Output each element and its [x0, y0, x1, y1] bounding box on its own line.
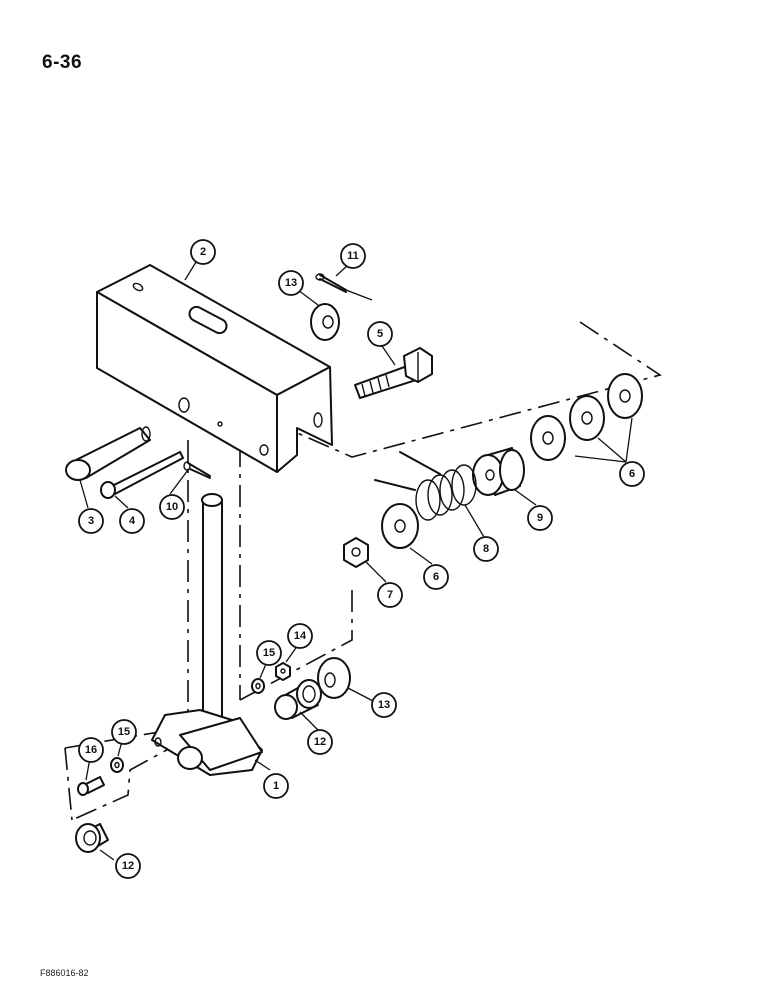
- callout-7-label: 7: [387, 589, 393, 601]
- callout-6b-label: 6: [433, 571, 439, 583]
- callout-13a-label: 13: [285, 277, 297, 289]
- pin: [100, 451, 184, 499]
- callout-10-label: 10: [166, 501, 178, 513]
- small-washer-upper: [251, 678, 265, 694]
- callout-8: 8: [473, 536, 499, 562]
- callout-15b: 15: [111, 719, 137, 745]
- callout-3-label: 3: [88, 515, 94, 527]
- lever: [151, 493, 263, 776]
- nut: [343, 537, 369, 568]
- bracket: [96, 264, 333, 473]
- callout-7: 7: [377, 582, 403, 608]
- callout-1: 1: [263, 773, 289, 799]
- callout-6a-label: 6: [629, 468, 635, 480]
- small-nut: [275, 662, 291, 681]
- callout-4-label: 4: [129, 515, 136, 527]
- callout-8-label: 8: [483, 543, 489, 555]
- callout-5: 5: [367, 321, 393, 347]
- callout-6a: 6: [619, 461, 645, 487]
- page-number: 6-36: [42, 52, 83, 73]
- figure-code: F886016-82: [40, 968, 89, 978]
- callout-10: 10: [159, 494, 185, 520]
- torsion-spring: [374, 451, 477, 521]
- callout-13a: 13: [278, 270, 304, 296]
- small-washer-lower: [110, 757, 124, 773]
- washers-set: [530, 373, 643, 461]
- callout-6b: 6: [423, 564, 449, 590]
- callout-2-label: 2: [200, 246, 206, 258]
- callout-12b: 12: [115, 853, 141, 879]
- screw: [77, 776, 105, 796]
- callout-11: 11: [340, 243, 366, 269]
- callout-9: 9: [527, 505, 553, 531]
- callout-14-label: 14: [294, 630, 307, 642]
- callout-12a: 12: [307, 729, 333, 755]
- cotter-pin-small: [183, 461, 211, 479]
- callout-5-label: 5: [377, 328, 383, 340]
- callout-13b: 13: [371, 692, 397, 718]
- leader-lines: [79, 261, 633, 861]
- clevis-pin: [65, 426, 151, 481]
- callout-16-label: 16: [85, 744, 97, 756]
- callout-4: 4: [119, 508, 145, 534]
- bushing-center: [274, 679, 322, 720]
- washer-upper: [310, 303, 340, 341]
- callout-15a-label: 15: [263, 647, 275, 659]
- callout-1-label: 1: [273, 780, 279, 792]
- callout-3: 3: [78, 508, 104, 534]
- callout-12a-label: 12: [314, 736, 326, 748]
- callout-11-label: 11: [347, 250, 359, 262]
- spacer: [472, 447, 525, 496]
- callout-13b-label: 13: [378, 699, 390, 711]
- callout-15b-label: 15: [118, 726, 130, 738]
- washer-left: [381, 503, 419, 549]
- bolt: [354, 347, 433, 399]
- callout-12b-label: 12: [122, 860, 134, 872]
- bushing-lower: [75, 823, 109, 853]
- callout-14: 14: [287, 623, 313, 649]
- callout-9-label: 9: [537, 512, 543, 524]
- washer-lower: [317, 657, 351, 699]
- callout-15a: 15: [256, 640, 282, 666]
- callout-2: 2: [190, 239, 216, 265]
- callout-16: 16: [78, 737, 104, 763]
- cotter-pin: [315, 273, 373, 301]
